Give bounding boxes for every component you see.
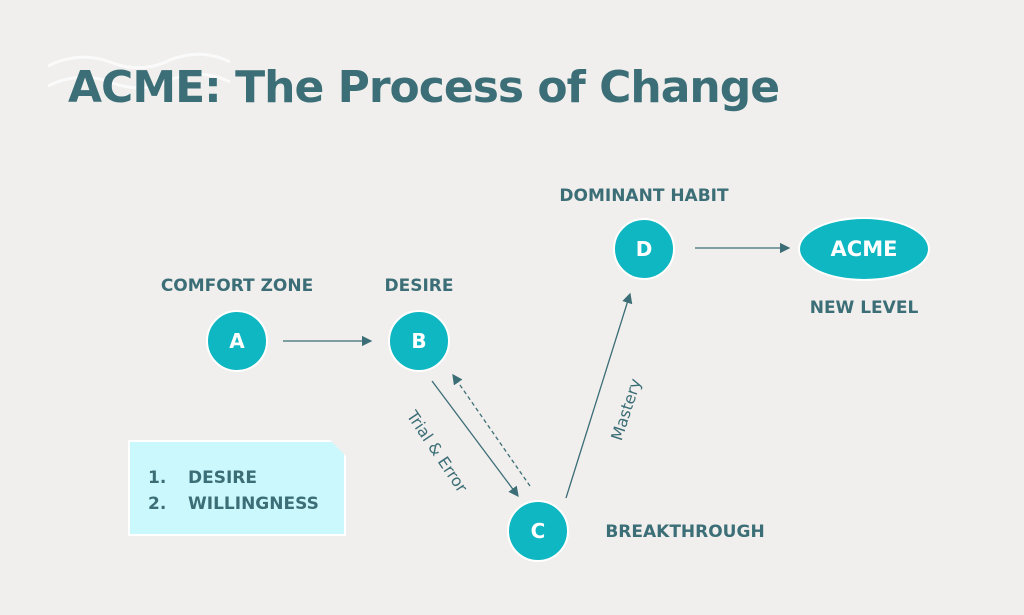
node-b: B: [388, 310, 450, 372]
node-d: D: [613, 218, 675, 280]
node-c: C: [507, 500, 569, 562]
requirements-note: 1.DESIRE 2.WILLINGNESS: [128, 440, 346, 536]
label-desire: DESIRE: [384, 276, 454, 296]
note-item: 2.WILLINGNESS: [148, 494, 319, 514]
wave-decoration: [47, 52, 231, 90]
node-a: A: [206, 310, 268, 372]
node-acme: ACME: [798, 217, 930, 281]
note-item: 1.DESIRE: [148, 468, 257, 488]
label-breakthrough: BREAKTHROUGH: [605, 522, 765, 542]
label-dominant-habit: DOMINANT HABIT: [559, 186, 729, 206]
page-title: ACME: The Process of Change: [68, 62, 780, 113]
arrow-c-d: [565, 292, 633, 499]
arrow-c-b-dashed: [452, 373, 531, 487]
label-new-level: NEW LEVEL: [809, 298, 919, 318]
arrow-b-c: [431, 380, 519, 498]
label-comfort-zone: COMFORT ZONE: [160, 276, 314, 296]
